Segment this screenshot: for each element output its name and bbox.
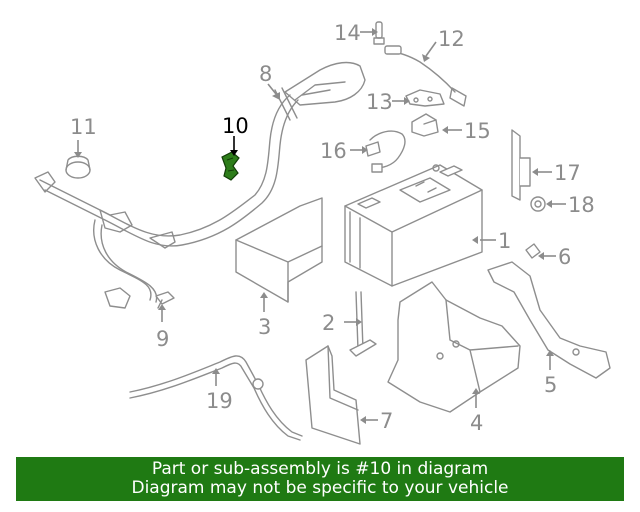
- part-2-hold-down[interactable]: [349, 291, 377, 357]
- part-18-nut[interactable]: [530, 196, 546, 212]
- callout-15: 15: [442, 119, 491, 143]
- banner-line-2: Diagram may not be specific to your vehi…: [131, 478, 509, 498]
- callout-17: 17: [532, 161, 581, 185]
- svg-text:7: 7: [380, 409, 393, 433]
- callout-5: 5: [544, 350, 557, 397]
- callout-4: 4: [470, 388, 483, 435]
- callout-7: 7: [360, 409, 393, 433]
- part-1-battery[interactable]: [344, 164, 483, 287]
- part-12-sensor-cable[interactable]: [384, 45, 467, 107]
- part-info-banner: Part or sub-assembly is #10 in diagram D…: [16, 457, 624, 501]
- callout-11: 11: [70, 115, 97, 158]
- svg-text:8: 8: [259, 62, 272, 86]
- svg-text:1: 1: [498, 229, 511, 253]
- banner-line-1: Part or sub-assembly is #10 in diagram: [151, 459, 489, 479]
- svg-text:15: 15: [464, 119, 491, 143]
- part-7-panel[interactable]: [305, 345, 361, 445]
- callout-12: 12: [422, 27, 465, 62]
- part-17-plate[interactable]: [511, 129, 531, 201]
- svg-text:17: 17: [554, 161, 581, 185]
- part-13-bracket[interactable]: [405, 89, 445, 107]
- part-5-support[interactable]: [487, 261, 611, 379]
- svg-text:13: 13: [366, 90, 393, 114]
- callout-13: 13: [366, 90, 410, 114]
- svg-text:10: 10: [222, 114, 249, 138]
- callout-18: 18: [546, 193, 595, 217]
- svg-text:2: 2: [322, 311, 335, 335]
- callout-14: 14: [334, 21, 378, 45]
- part-11-terminal-cap[interactable]: [65, 155, 91, 179]
- callout-2: 2: [322, 311, 362, 335]
- part-16-cable[interactable]: [365, 130, 406, 173]
- svg-text:11: 11: [70, 115, 97, 139]
- part-10-highlighted[interactable]: [221, 151, 240, 181]
- svg-text:9: 9: [156, 327, 169, 351]
- callout-10: 10: [222, 114, 249, 156]
- callout-19: 19: [206, 368, 233, 413]
- part-4-tray[interactable]: [387, 281, 521, 413]
- part-19-tube[interactable]: [129, 355, 303, 441]
- part-15-sensor[interactable]: [411, 113, 439, 137]
- svg-text:19: 19: [206, 389, 233, 413]
- svg-text:16: 16: [320, 139, 347, 163]
- part-3-cover[interactable]: [235, 197, 323, 303]
- svg-text:6: 6: [558, 245, 571, 269]
- part-9-bolt[interactable]: [155, 291, 175, 309]
- svg-text:5: 5: [544, 373, 557, 397]
- callout-1: 1: [472, 229, 511, 253]
- svg-text:12: 12: [438, 27, 465, 51]
- parts-diagram: 1 2 3 4 5 6 7 8 9 10 11 12: [34, 21, 611, 445]
- part-6-clip[interactable]: [525, 243, 541, 259]
- part-8-battery-cable[interactable]: [34, 61, 366, 309]
- callout-8: 8: [259, 62, 280, 100]
- callout-9: 9: [156, 304, 169, 351]
- callout-3: 3: [258, 292, 271, 339]
- part-14-bolt[interactable]: [373, 21, 385, 45]
- svg-text:18: 18: [568, 193, 595, 217]
- svg-text:14: 14: [334, 21, 361, 45]
- callout-6: 6: [538, 245, 571, 269]
- svg-text:3: 3: [258, 315, 271, 339]
- svg-text:4: 4: [470, 411, 483, 435]
- callout-16: 16: [320, 139, 368, 163]
